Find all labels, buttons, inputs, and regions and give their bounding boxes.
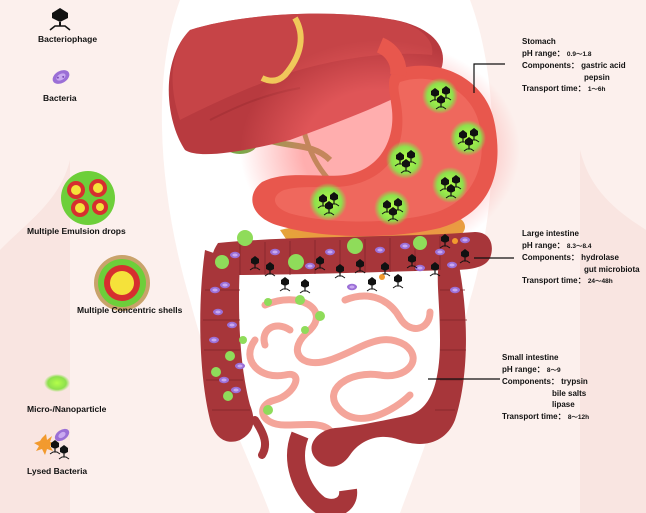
concentric-shells-icon	[94, 255, 150, 311]
stomach-info: Stomach pH range： 0.9～1.8 Components： ga…	[522, 36, 626, 96]
stomach-transport-value: 1～6h	[587, 86, 606, 93]
small-intestine	[246, 292, 434, 444]
stomach-title: Stomach	[522, 37, 556, 46]
large-intestine-component-2: gut microbiota	[584, 264, 640, 274]
lysed-bacteria-icon	[34, 428, 70, 460]
intestine-contents	[209, 230, 471, 415]
large-intestine-ph-label: pH range：	[522, 240, 565, 250]
large-intestine-transport-label: Transport time：	[522, 276, 586, 285]
large-intestine-component-1: hydrolase	[581, 253, 619, 262]
legend-emulsion-drops: Multiple Emulsion drops	[27, 226, 126, 236]
small-intestine-components-label: Components：	[502, 377, 559, 386]
bacteria-icon	[52, 70, 70, 84]
large-intestine-info: Large intestine pH range： 8.3～8.4 Compon…	[522, 228, 640, 288]
small-intestine-transport-value: 8～12h	[567, 413, 590, 421]
small-intestine-component-3: lipase	[552, 400, 575, 409]
small-intestine-ph-label: pH range：	[502, 364, 545, 374]
callout-lines	[428, 63, 514, 380]
stomach-transport-label: Transport time：	[522, 84, 586, 93]
small-intestine-title: Small intestine	[502, 353, 559, 362]
stomach-component-1: gastric acid	[581, 61, 626, 70]
small-intestine-component-2: bile salts	[552, 388, 587, 398]
small-intestine-transport-label: Transport time：	[502, 411, 566, 421]
large-intestine-title: Large intestine	[522, 229, 579, 238]
stomach-component-2: pepsin	[584, 72, 610, 82]
legend-bacteria: Bacteria	[43, 93, 77, 103]
legend-concentric-shells: Multiple Concentric shells	[77, 305, 183, 315]
legend-lysed-bacteria: Lysed Bacteria	[27, 466, 88, 476]
small-intestine-component-1: trypsin	[561, 377, 588, 386]
emulsion-drops-icon	[61, 171, 115, 225]
legend-bacteriophage: Bacteriophage	[38, 34, 98, 44]
large-intestine-ph-value: 8.3～8.4	[566, 242, 592, 250]
stomach-particles	[309, 78, 486, 226]
stomach-ph-label: pH range：	[522, 48, 565, 58]
large-intestine-transport-value: 24～48h	[587, 278, 613, 285]
stomach-components-label: Components：	[522, 61, 579, 70]
nanoparticle-icon	[44, 374, 70, 392]
large-intestine-components-label: Components：	[522, 253, 579, 262]
bacteriophage-icon	[49, 8, 71, 31]
small-intestine-info: Small intestine pH range： 8～9 Components…	[502, 352, 589, 423]
stomach-ph-value: 0.9～1.8	[566, 50, 592, 58]
legend-nanoparticle: Micro-/Nanoparticle	[27, 404, 107, 414]
small-intestine-ph-value: 8～9	[546, 366, 561, 374]
